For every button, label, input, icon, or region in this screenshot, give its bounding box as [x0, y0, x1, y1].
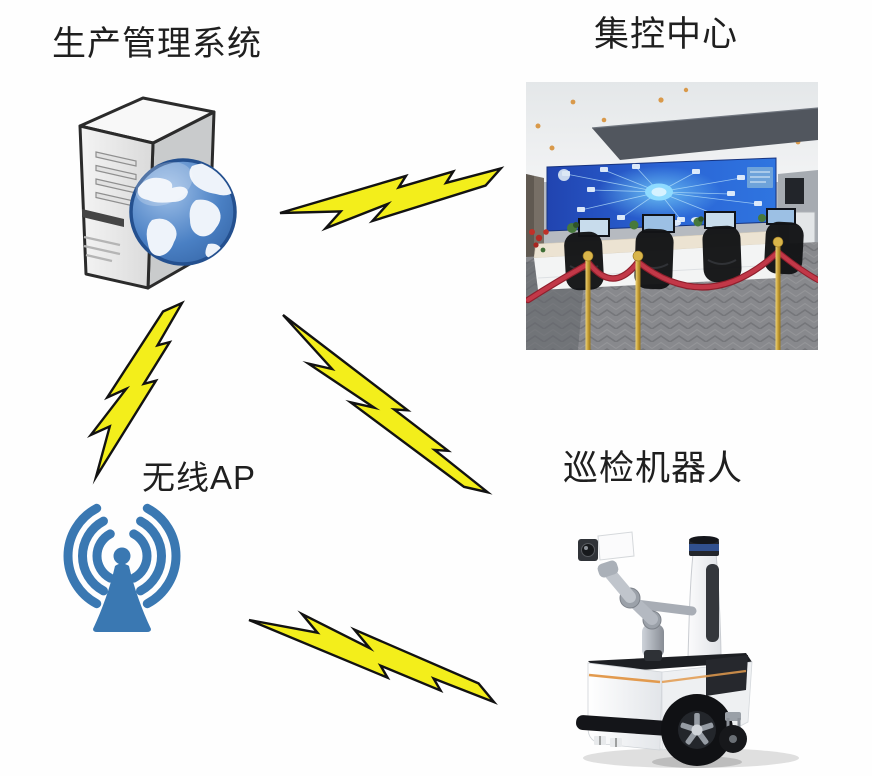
front-bumper: [576, 715, 674, 736]
wifi-ap-icon: [63, 503, 181, 632]
robot-chassis: [576, 653, 753, 751]
lightning-bolt-pms-to-control-center: [277, 164, 505, 234]
stanchion-posts: [582, 236, 784, 350]
speaker: [785, 178, 804, 204]
label-wireless-ap: 无线AP: [142, 459, 257, 496]
drive-wheel: [661, 694, 733, 766]
desk-plants: [567, 214, 766, 233]
ptz-camera: [578, 531, 635, 561]
label-production-management-system: 生产管理系统: [52, 25, 262, 63]
lightning-bolt-pms-to-robot: [271, 302, 490, 514]
desk-monitors: [578, 208, 796, 237]
caster-wheel: [719, 712, 747, 753]
label-inspection-robot: 巡检机器人: [563, 449, 744, 488]
lidar-sensor: [689, 536, 719, 556]
ceiling-soffit: [592, 108, 818, 160]
headlights: [594, 736, 622, 747]
wifi-waves: [63, 503, 181, 609]
lightning-bolt-ap-to-robot: [244, 601, 503, 706]
server-drive-slot: [82, 209, 124, 227]
robot-arm: [578, 531, 697, 661]
server-globe-icon: [78, 96, 237, 290]
server-bottom-lines: [83, 235, 121, 263]
antenna-mast: [93, 547, 151, 632]
red-flowers: [529, 229, 549, 253]
robot-mast: [687, 536, 722, 659]
inspection-robot-photo: [576, 531, 799, 768]
lightning-bolt-pms-to-wireless-ap: [77, 290, 186, 485]
control-room-photo: [526, 82, 818, 350]
label-control-center: 集控中心: [594, 15, 739, 54]
stanchion-ropes: [526, 236, 818, 350]
server-vents: [95, 151, 137, 208]
